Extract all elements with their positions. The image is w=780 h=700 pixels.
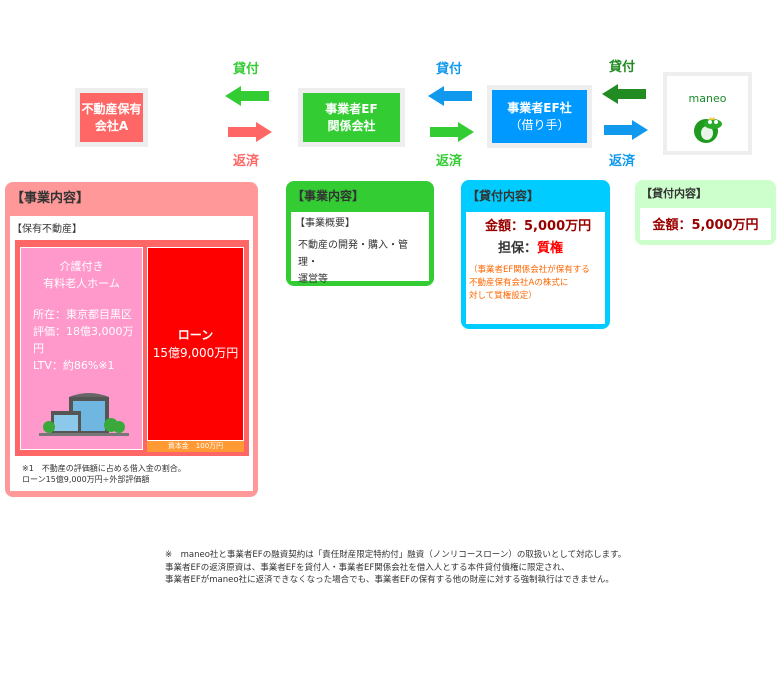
property-panel: 【事業内容】 【保有不動産】 介護付き 有料老人ホーム 所在：東京都目黒区 評価… [5, 182, 258, 497]
panel-subtitle: 【保有不動産】 [12, 224, 82, 235]
flow-1-lend-label: 貸付 [233, 62, 260, 77]
loan-amount: 金額：5,000万円 [485, 219, 592, 234]
entity-maneo: maneo [663, 72, 752, 155]
collateral: 担保：質権 [469, 238, 602, 260]
asset-ltv: LTV：約86%※1 [33, 359, 115, 372]
footnote-line: 事業者EFの返済原資は、事業者EFを貸付人・事業者EF関係会社を借入人とする本件… [165, 562, 570, 573]
asset-valuation: 評価：18億3,000万円 [33, 325, 134, 355]
loan-label: ローン [177, 328, 214, 342]
collateral-label: 担保： [498, 241, 538, 256]
entity-name: （借り手） [509, 117, 570, 132]
panel-subtitle: 【事業概要】 [295, 218, 355, 229]
asset-type: 有料老人ホーム [43, 277, 120, 290]
collateral-value: 質権 [537, 241, 564, 256]
loan-block: ローン 15億9,000万円 [147, 247, 244, 441]
loan-amount: 15億9,000万円 [152, 346, 239, 360]
business-summary: 運営等 [298, 274, 328, 285]
entity-property-company: 不動産保有会社A [75, 88, 148, 147]
entity-name: 事業者EF [325, 101, 378, 116]
footnote-line: 事業者EFがmaneo社に返済できなくなった場合でも、事業者EFの保有する他の財… [165, 575, 614, 585]
building-icon [39, 393, 129, 436]
entity-name: 事業者EF社 [507, 100, 572, 115]
asset-block: 介護付き 有料老人ホーム 所在：東京都目黒区 評価：18億3,000万円 LTV… [20, 247, 143, 450]
panel-title: 【事業内容】 [11, 191, 90, 206]
collateral-note: （事業者EF関係会社が保有する 不動産保有会社Aの株式に 対して質権設定） [469, 264, 602, 303]
arrow-left-icon [225, 86, 269, 106]
business-summary: 不動産の開発・購入・管理・ [298, 240, 408, 268]
entity-ef-company: 事業者EF社 （借り手） [487, 85, 592, 148]
entity-name: 関係会社 [327, 118, 376, 133]
asset-type: 介護付き [59, 260, 104, 273]
flow-3-repay-label: 返済 [609, 154, 636, 169]
ef-loan-panel: 【貸付内容】 金額：5,000万円 担保：質権 （事業者EF関係会社が保有する … [461, 180, 610, 329]
asset-location: 所在：東京都目黒区 [33, 308, 132, 321]
note-line: （事業者EF関係会社が保有する [469, 265, 590, 275]
arrow-right-icon [430, 122, 474, 142]
entity-name: 会社A [94, 118, 129, 133]
arrow-right-icon [604, 120, 648, 140]
arrow-right-icon [228, 122, 272, 142]
loan-amount: 金額：5,000万円 [652, 218, 759, 233]
note-line: ローン15億9,000万円÷外部評価額 [22, 475, 150, 484]
panel-title: 【事業内容】 [292, 189, 365, 203]
note-line: 不動産保有会社Aの株式に [469, 278, 569, 288]
affiliate-panel: 【事業内容】 【事業概要】 不動産の開発・購入・管理・ 運営等 [286, 181, 434, 286]
arrow-left-icon [602, 84, 646, 104]
panel-title: 【貸付内容】 [641, 187, 707, 200]
flow-1-repay-label: 返済 [233, 154, 260, 169]
ltv-note: ※1 不動産の評価額に占める借入金の割合。 ローン15億9,000万円÷外部評価… [22, 463, 186, 485]
note-line: 対して質権設定） [469, 291, 537, 301]
entity-name: 不動産保有 [81, 101, 142, 116]
footnote-line: ※ maneo社と事業者EFの融資契約は「責任財産限定特約付」融資（ノンリコース… [165, 550, 627, 560]
maneo-logo-text: maneo [688, 92, 727, 105]
footnotes: ※ maneo社と事業者EFの融資契約は「責任財産限定特約付」融資（ノンリコース… [165, 549, 626, 587]
note-line: ※1 不動産の評価額に占める借入金の割合。 [22, 464, 186, 473]
flow-2-lend-label: 貸付 [436, 62, 463, 77]
arrow-left-icon [428, 86, 472, 106]
entity-ef-affiliate: 事業者EF 関係会社 [298, 88, 405, 147]
maneo-logo-icon [693, 117, 722, 143]
panel-title: 【貸付内容】 [467, 189, 540, 203]
flow-2-repay-label: 返済 [436, 154, 463, 169]
maneo-loan-panel: 【貸付内容】 金額：5,000万円 [635, 180, 776, 245]
flow-3-lend-label: 貸付 [609, 60, 636, 75]
capital-bar: 資本金 100万円 [147, 441, 244, 452]
